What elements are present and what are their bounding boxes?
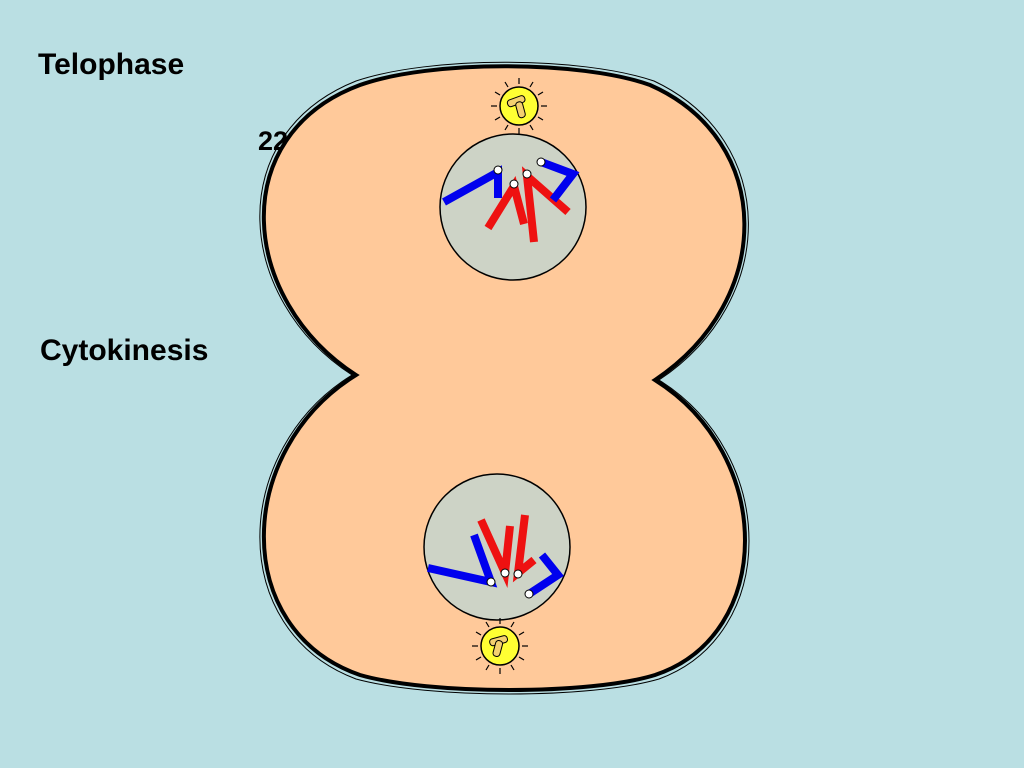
centromere <box>524 589 534 599</box>
centrosome-icon <box>491 78 547 134</box>
centromere <box>493 165 503 175</box>
chromosome-blue <box>526 552 564 598</box>
centromere <box>513 569 523 579</box>
cell-membrane-inner-line <box>259 61 750 695</box>
centromere <box>486 577 496 587</box>
chromosome-blue <box>539 158 580 203</box>
centromere <box>536 157 546 167</box>
centrosome-icon <box>472 618 528 674</box>
centromere <box>509 179 519 189</box>
cytokinesis-label: Cytokinesis <box>40 334 209 367</box>
centromere <box>500 568 510 578</box>
upper-nucleus <box>439 133 587 281</box>
dividing-cell <box>261 64 747 692</box>
slide-title: Telophase <box>38 48 185 81</box>
lower-nucleus <box>423 473 571 621</box>
centromere <box>522 169 532 179</box>
